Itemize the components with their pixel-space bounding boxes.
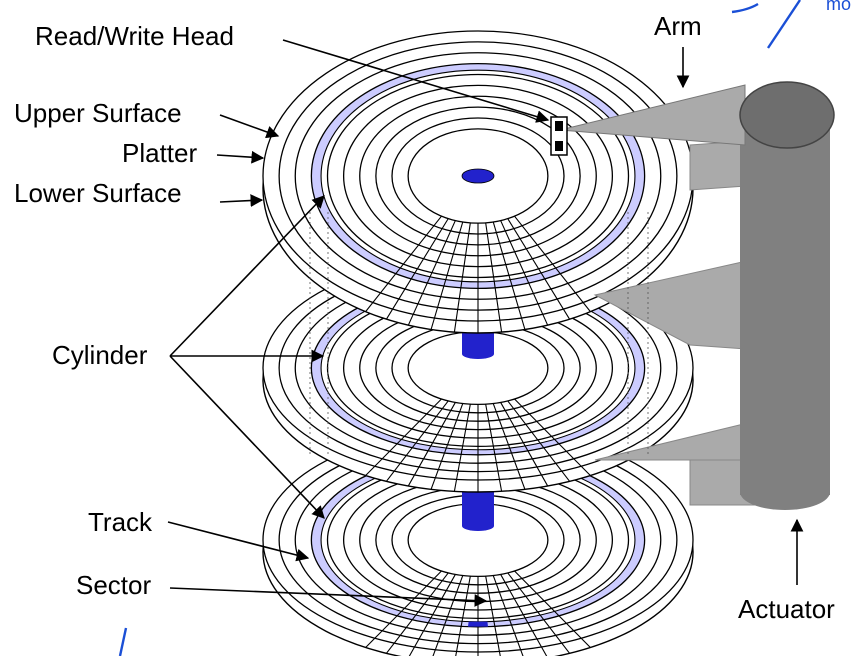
track-arrow <box>167 521 310 562</box>
actuator-bottom <box>740 474 830 510</box>
sector-line <box>500 574 548 656</box>
sector-line <box>407 402 456 487</box>
sector-line <box>507 218 571 320</box>
label-lower-surface: Lower Surface <box>14 178 182 208</box>
platter-bottom <box>262 427 694 656</box>
lower-surface-arrow <box>219 194 264 207</box>
sector-line <box>514 398 591 476</box>
sector-line <box>507 572 571 654</box>
sector-line <box>455 576 471 656</box>
sector-line <box>500 220 549 326</box>
sector-line <box>430 221 464 330</box>
label-upper-surface: Upper Surface <box>14 98 182 128</box>
actuator-body <box>740 115 830 495</box>
sector-line <box>385 572 449 654</box>
arm-assembly <box>550 81 835 510</box>
sector-line <box>432 575 464 656</box>
sector-line <box>453 222 471 333</box>
sector-line <box>492 575 524 656</box>
sector-line <box>408 574 456 656</box>
sector-line <box>485 576 501 656</box>
sector-line <box>453 404 471 492</box>
sector-line <box>385 400 449 482</box>
label-arm: Arm <box>654 11 702 41</box>
pen-annotations <box>118 0 801 656</box>
sector-line <box>485 404 503 492</box>
label-corner-fragment: mo <box>826 0 851 14</box>
label-actuator: Actuator <box>738 594 835 624</box>
actuator-top <box>739 81 835 149</box>
sector-line <box>430 403 464 490</box>
sector-line <box>507 400 571 482</box>
label-track: Track <box>88 507 153 537</box>
label-platter: Platter <box>122 138 197 168</box>
sector-line <box>514 215 591 312</box>
sector-line <box>407 220 456 326</box>
upper-surface-arrow <box>219 114 280 139</box>
sector-line <box>492 221 526 330</box>
sector-line <box>514 570 591 648</box>
highlighted-sector <box>468 621 488 627</box>
sector-line <box>365 570 442 648</box>
sector-line <box>485 222 503 333</box>
callouts <box>167 39 804 607</box>
cylinder-arrow-1 <box>169 195 325 357</box>
cylinder-arrow-3 <box>169 355 325 519</box>
cylinder-guides <box>309 212 649 455</box>
label-cylinder: Cylinder <box>52 340 148 370</box>
spindle-hole <box>461 168 495 184</box>
platter-arrow <box>216 150 265 164</box>
sector-line <box>500 402 549 487</box>
sector-line <box>365 398 442 476</box>
label-read-write-head: Read/Write Head <box>35 21 234 51</box>
sector-line <box>365 215 442 312</box>
sector-line <box>492 403 526 490</box>
sector-line <box>385 218 449 320</box>
label-sector: Sector <box>76 570 151 600</box>
rw-head-arrow <box>282 39 550 123</box>
sector-arrow <box>169 587 488 607</box>
